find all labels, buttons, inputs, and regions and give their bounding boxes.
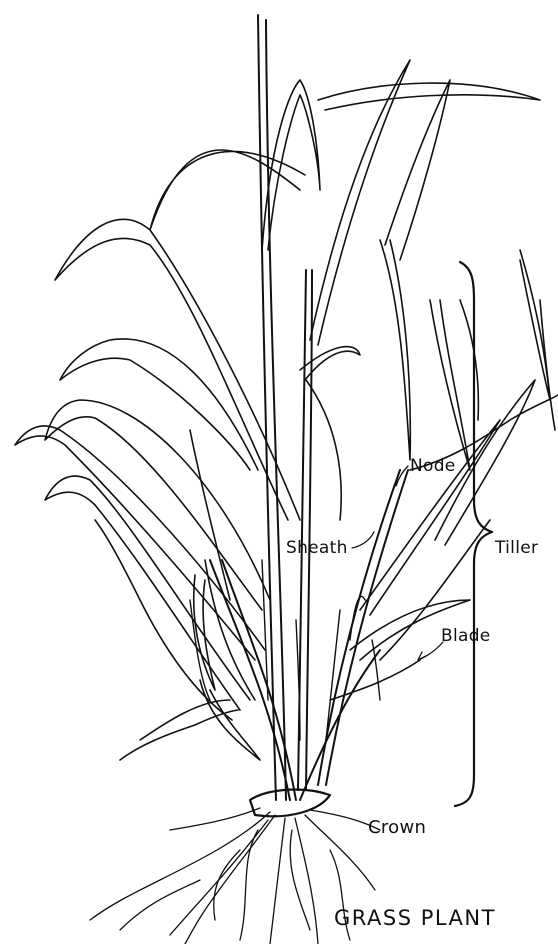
label-pointers [352, 466, 443, 660]
node-label: Node [410, 456, 456, 476]
diagram-title: GRASS PLANT [334, 906, 496, 930]
blade-label: Blade [441, 626, 491, 646]
sheath-pointer [352, 532, 374, 548]
sheaths [190, 560, 380, 740]
blade-pointer [418, 642, 443, 660]
blades-right [150, 60, 558, 700]
tiller-bracket [455, 262, 492, 806]
blades-left [15, 219, 300, 760]
crown-base [250, 790, 330, 817]
crown-label: Crown [368, 817, 426, 838]
tiller-label: Tiller [495, 538, 538, 558]
sheath-label: Sheath [286, 538, 348, 558]
